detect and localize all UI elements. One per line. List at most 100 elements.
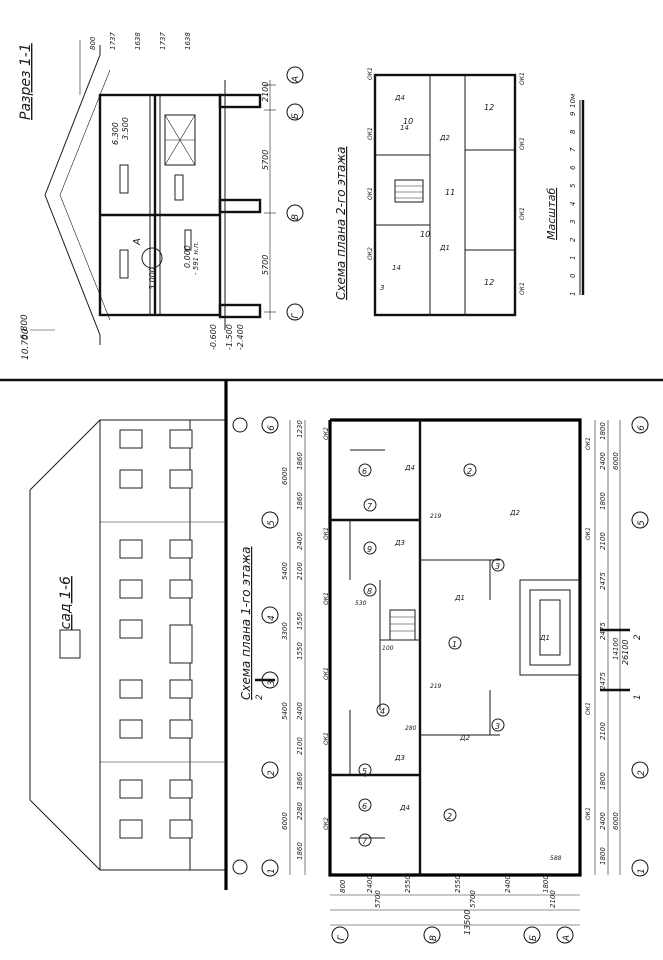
svg-text:5400: 5400 [281,562,289,580]
door-label: Д1 [454,594,465,602]
svg-text:1800: 1800 [542,875,550,893]
ridge-level: 10.700 [21,328,31,360]
svg-text:6: 6 [637,425,647,431]
svg-text:1550: 1550 [296,642,304,660]
svg-text:ОК1: ОК1 [367,127,374,140]
svg-text:ОК1: ОК1 [323,592,330,605]
svg-text:1860: 1860 [296,492,304,510]
svg-text:ОК1: ОК1 [323,667,330,680]
svg-text:1550: 1550 [296,612,304,630]
svg-text:2280: 2280 [296,802,304,820]
svg-text:1860: 1860 [296,452,304,470]
svg-text:1: 1 [569,256,577,260]
room-number: 3 [380,284,384,292]
svg-text:3300: 3300 [281,622,289,640]
facade-windows [119,429,193,839]
section-1-1: Разрез 1-1 10.700 6.800 A 6.300 3.500 0 [18,32,304,360]
svg-text:ОК1: ОК1 [519,207,526,220]
svg-text:6: 6 [569,165,577,170]
svg-text:13500: 13500 [463,910,472,935]
svg-text:ОК1: ОК1 [367,67,374,80]
door-label: Д3 [394,539,405,547]
axis-bubble [556,926,574,944]
level-base2: -2.400 [236,324,245,350]
svg-text:В: В [291,214,301,220]
svg-text:1638: 1638 [134,32,142,50]
room-number: 12 [484,278,494,287]
svg-text:1: 1 [637,868,647,874]
svg-text:3: 3 [569,220,577,224]
room-number: 7 [367,502,373,511]
svg-text:ОК1: ОК1 [585,807,592,820]
door-label: Д3 [394,754,405,762]
door-label: Д4 [404,464,415,472]
span-dim: 5700 [261,255,270,275]
svg-text:1860: 1860 [296,842,304,860]
svg-text:2: 2 [255,694,265,700]
door-label: Д4 [399,804,410,812]
svg-text:800: 800 [339,879,347,893]
svg-text:2100: 2100 [296,737,304,755]
room-number: 10 [403,117,413,126]
overall-length: 26100 [621,640,630,665]
svg-text:5700: 5700 [374,890,382,908]
level-1st: 3.000 [148,267,157,290]
svg-text:2475: 2475 [599,572,607,590]
svg-text:ОК2: ОК2 [323,817,330,830]
svg-text:2100: 2100 [296,562,304,580]
room-number: 3 [495,722,500,731]
svg-text:800: 800 [89,36,97,50]
svg-text:5: 5 [637,520,647,526]
svg-text:1860: 1860 [296,772,304,790]
svg-text:ОК1: ОК1 [519,137,526,150]
svg-text:2100: 2100 [549,890,557,908]
svg-text:4: 4 [267,615,277,621]
room-number: 5 [362,767,367,776]
svg-text:2400: 2400 [504,875,512,893]
room-number: 12 [484,103,494,112]
svg-text:6000: 6000 [281,467,289,485]
svg-text:2550: 2550 [404,875,412,893]
door-label: Д1 [439,244,450,252]
svg-text:ОК1: ОК1 [323,527,330,540]
height-2nd: 3.500 [121,117,130,140]
axis-bubble [286,103,304,121]
door-label: Д2 [459,734,470,742]
svg-text:3: 3 [267,680,277,686]
section-title: Разрез 1-1 [18,43,34,120]
axis-bubble [423,926,441,944]
svg-text:2400: 2400 [599,812,607,830]
axis-bubble [286,204,304,222]
svg-text:9: 9 [569,111,577,116]
svg-text:6000: 6000 [612,812,620,830]
room-number: 7 [362,837,368,846]
axis-bubble [523,926,541,944]
svg-text:ОК1: ОК1 [519,72,526,85]
room-number: 10 [420,230,430,239]
plan-1st-floor: Схема плана 1-го этажа 1 2 2 3 3 4 5 [239,416,649,944]
svg-text:219: 219 [430,513,442,520]
svg-text:2: 2 [569,237,577,242]
svg-text:Б: Б [529,935,539,941]
room-number: 3 [495,562,500,571]
svg-text:1800: 1800 [599,772,607,790]
svg-text:1737: 1737 [159,32,167,50]
room-number: 4 [380,707,385,716]
svg-text:2475: 2475 [599,672,607,690]
svg-text:0: 0 [569,273,577,278]
room-number: 1 [452,640,457,649]
svg-text:5: 5 [267,520,277,526]
svg-text:10м: 10м [569,93,577,108]
svg-text:А: А [562,935,572,942]
span-dim: 5700 [261,150,270,170]
svg-text:2100: 2100 [599,722,607,740]
svg-text:2400: 2400 [366,875,374,893]
svg-text:ОК2: ОК2 [323,427,330,440]
facade-1-6: Фасад 1-6 [29,380,248,890]
svg-text:8: 8 [569,129,577,134]
svg-text:5: 5 [569,183,577,188]
door-label: Д4 [394,94,405,102]
svg-text:1737: 1737 [109,32,117,50]
room-number: 6 [362,467,367,476]
